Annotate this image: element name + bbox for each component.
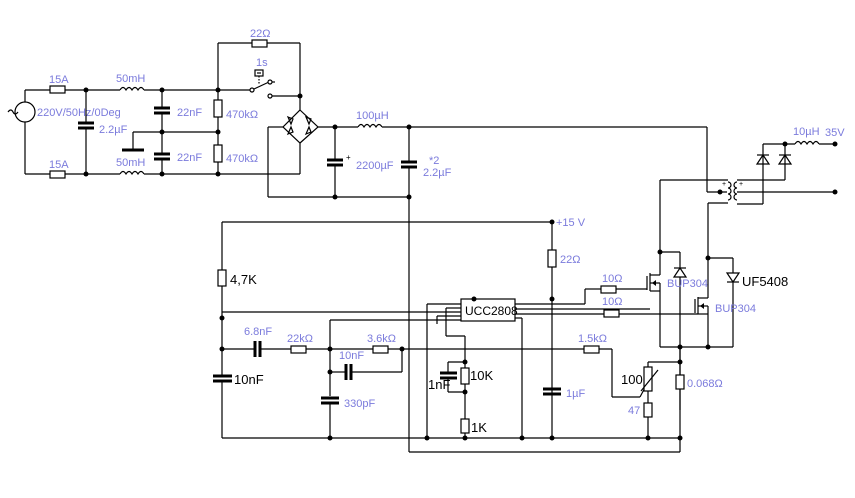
inrush-resistor-label: 22Ω <box>250 28 270 40</box>
choke-top-label: 50mH <box>116 73 145 85</box>
svg-text:+: + <box>739 181 743 188</box>
inrush-circuit <box>217 39 303 99</box>
r-osc-2-label: 1K <box>471 420 487 435</box>
y-cap-bottom-label: 22nF <box>177 152 202 164</box>
ic-label: UCC2808 <box>465 304 518 318</box>
choke-bottom-label: 50mH <box>116 157 145 169</box>
r-cs-label: 1.5kΩ <box>578 333 607 345</box>
svg-text:+: + <box>722 181 726 188</box>
c-comp-3-label: 330pF <box>344 398 375 410</box>
c-vdd-label: 1µF <box>566 388 585 400</box>
r-osc-1 <box>460 367 470 385</box>
bulk-filter: + <box>327 123 700 452</box>
choke-bottom <box>119 170 162 176</box>
clamp-diode-label: UF5408 <box>742 274 788 289</box>
r-comp-1 <box>290 345 307 354</box>
r-shunt-label: 0.068Ω <box>687 378 723 390</box>
gate-resistor-2-label: 10Ω <box>602 296 622 308</box>
bleeder-bottom-label: 470kΩ <box>226 153 258 165</box>
supply-label: +15 V <box>556 217 586 229</box>
bleeder-top-label: 470kΩ <box>226 109 258 121</box>
c-comp-1-label: 6.8nF <box>244 326 272 338</box>
output-inductor-label: 10µH <box>793 126 820 138</box>
c-timing-label: 10nF <box>234 372 264 387</box>
output-rectifier <box>755 140 838 204</box>
r-comp-2-label: 3.6kΩ <box>367 333 396 345</box>
r-shunt <box>675 374 685 390</box>
film-cap-mult-label: *2 <box>429 155 439 167</box>
relay-timer-label: 1s <box>256 57 268 69</box>
fuse-bottom-label: 15A <box>49 159 69 171</box>
fuse-bottom <box>49 170 66 179</box>
gate-resistor-1-label: 10Ω <box>602 273 622 285</box>
r-comp-1-label: 22kΩ <box>287 333 313 345</box>
x-cap-label: 2.2µF <box>99 124 128 136</box>
vcc-resistor <box>547 249 557 268</box>
pot-label: 100 <box>621 372 643 387</box>
transformer: + + <box>659 126 838 258</box>
x-capacitor <box>78 87 94 177</box>
r-pot-bottom <box>643 402 653 418</box>
bleeder-resistors <box>213 87 223 177</box>
gate-resistor-2 <box>603 309 620 318</box>
film-cap-label: 2.2µF <box>423 167 452 179</box>
bridge-rectifier <box>267 96 409 198</box>
ac-source <box>7 89 50 175</box>
c-comp-2-label: 10nF <box>339 350 364 362</box>
r-pot-bottom-label: 47 <box>628 405 640 417</box>
c-osc-label: 1nF <box>428 377 450 392</box>
gate-resistor-1 <box>600 285 617 294</box>
r-cs <box>583 345 600 354</box>
mosfet-1-label: BUP304 <box>667 278 708 290</box>
r-top-label: 4,7K <box>230 272 257 287</box>
svg-text:+: + <box>346 153 351 162</box>
y-capacitors <box>122 87 218 177</box>
output-voltage-label: 35V <box>825 127 845 139</box>
ic-ucc2808 <box>460 298 516 322</box>
r-top <box>217 269 227 287</box>
choke-top <box>119 86 162 92</box>
filter-inductor-label: 100µH <box>356 110 389 122</box>
fuse-top <box>49 85 66 94</box>
r-osc-2 <box>460 418 470 434</box>
bulk-cap-label: 2200µF <box>356 160 394 172</box>
mosfet-2 <box>677 255 741 350</box>
source-label: 220V/50Hz/0Deg <box>37 107 121 119</box>
fuse-top-label: 15A <box>49 74 69 86</box>
vcc-resistor-label: 22Ω <box>560 254 580 266</box>
r-osc-1-label: 10K <box>470 368 493 383</box>
y-cap-top-label: 22nF <box>177 107 202 119</box>
r-comp-2 <box>372 345 389 354</box>
mosfet-2-label: BUP304 <box>715 303 756 315</box>
